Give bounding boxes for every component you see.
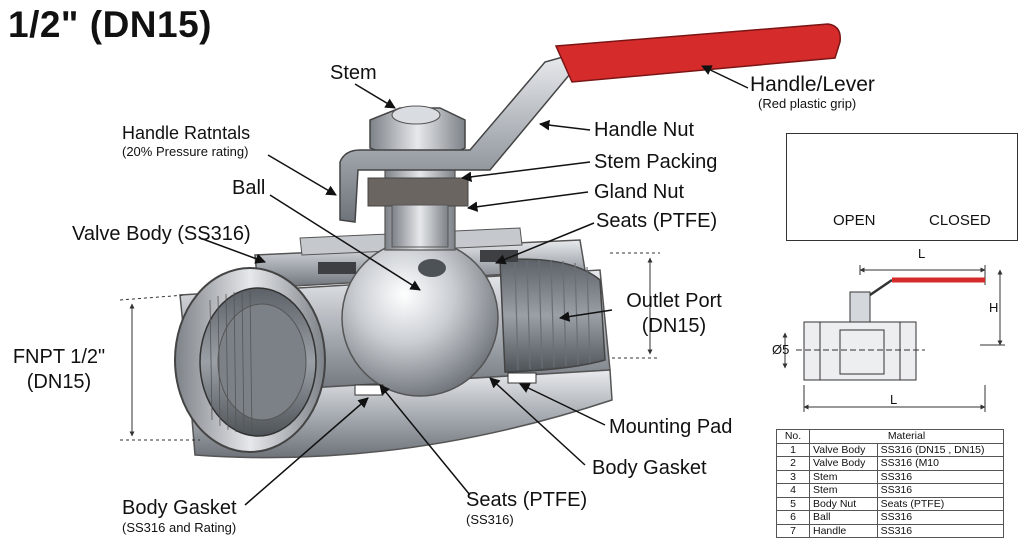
label-valve-body: Valve Body (SS316) — [72, 223, 251, 245]
label-stem-packing: Stem Packing — [594, 151, 718, 173]
cell-no: 3 — [776, 469, 810, 484]
table-row: 7 Handle SS316 — [776, 523, 1005, 538]
cell-material: SS316 — [876, 483, 1005, 498]
cell-part: Valve Body — [809, 442, 878, 457]
cell-no: 6 — [776, 510, 810, 525]
cell-no: 4 — [776, 483, 810, 498]
cell-no: 1 — [776, 442, 810, 457]
label-gland-nut: Gland Nut — [594, 181, 685, 203]
label-fnpt-sub: (DN15) — [26, 371, 92, 393]
dim-diameter: Ø5 — [772, 342, 790, 357]
cell-material: SS316 (M10 — [876, 456, 1005, 471]
dimension-lines — [119, 252, 660, 441]
callout-lines — [199, 65, 749, 506]
cell-material: SS316 — [876, 510, 1005, 525]
stem — [367, 159, 469, 251]
label-seats-top: Seats (PTFE) — [596, 210, 718, 232]
materials-table: No. Material 1 Valve Body SS316 (DN15 , … — [776, 429, 1005, 538]
handle-nut — [369, 105, 466, 161]
inlet-port — [174, 267, 326, 453]
cell-material: SS316 (DN15 , DN15) — [876, 442, 1005, 457]
label-handle-ratings: Handle Ratntals — [122, 123, 251, 143]
cell-material: SS316 — [876, 469, 1005, 484]
table-row: 2 Valve Body SS316 (M10 — [776, 456, 1005, 471]
seat-top-left — [318, 262, 356, 274]
seat-bottom-right — [507, 372, 537, 384]
cell-part: Valve Body — [809, 456, 878, 471]
dim-length-bottom: L — [890, 392, 898, 407]
cell-part: Stem — [809, 483, 878, 498]
cell-no: 5 — [776, 496, 810, 511]
cell-part: Body Nut — [809, 496, 878, 511]
cell-no: 2 — [776, 456, 810, 471]
label-fnpt: FNPT 1/2" — [12, 346, 106, 368]
label-outlet-port-sub: (DN15) — [641, 315, 707, 337]
label-handle-nut: Handle Nut — [594, 119, 695, 141]
cell-no: 7 — [776, 523, 810, 538]
dimension-drawing — [782, 265, 1005, 412]
label-outlet-port: Outlet Port — [626, 290, 722, 312]
cell-part: Stem — [809, 469, 878, 484]
inlet-threads — [209, 290, 253, 434]
dim-height: H — [989, 300, 999, 315]
label-seats-bottom: Seats (PTFE) — [466, 489, 588, 511]
cell-material: Seats (PTFE) — [876, 496, 1005, 511]
label-body-gasket-left: Body Gasket — [122, 497, 237, 519]
seat-bottom-left — [354, 384, 384, 396]
cell-part: Handle — [809, 523, 878, 538]
label-handle-ratings-sub: (20% Pressure rating) — [122, 144, 249, 159]
label-handle-lever: Handle/Lever — [750, 73, 875, 96]
cell-material: SS316 — [876, 523, 1005, 538]
table-header-row: No. Material — [776, 429, 1004, 444]
label-body-gasket-right: Body Gasket — [592, 457, 707, 479]
handle-lever — [339, 23, 841, 223]
table-row: 6 Ball SS316 — [776, 510, 1005, 525]
label-mounting-pad: Mounting Pad — [609, 416, 733, 438]
label-closed: CLOSED — [929, 212, 991, 229]
table-row: 3 Stem SS316 — [776, 469, 1005, 484]
open-closed-box: OPEN CLOSED — [786, 133, 1018, 241]
label-stem: Stem — [330, 62, 377, 84]
cell-part: Ball — [809, 510, 878, 525]
table-row: 5 Body Nut Seats (PTFE) — [776, 496, 1005, 511]
label-ball: Ball — [232, 177, 266, 199]
label-body-gasket-left-sub: (SS316 and Rating) — [122, 520, 237, 535]
header-material: Material — [809, 429, 1004, 444]
outlet-port — [499, 258, 606, 373]
table-row: 4 Stem SS316 — [776, 483, 1005, 498]
label-open: OPEN — [833, 212, 876, 229]
ball-bore — [418, 259, 446, 277]
label-seats-bottom-sub: (SS316) — [466, 512, 514, 527]
page-title: 1/2" (DN15) — [8, 4, 212, 45]
header-no: No. — [776, 429, 810, 444]
table-row: 1 Valve Body SS316 (DN15 , DN15) — [776, 442, 1005, 457]
label-handle-lever-sub: (Red plastic grip) — [758, 96, 857, 111]
dim-length-top: L — [918, 246, 926, 261]
red-grip — [554, 23, 841, 83]
